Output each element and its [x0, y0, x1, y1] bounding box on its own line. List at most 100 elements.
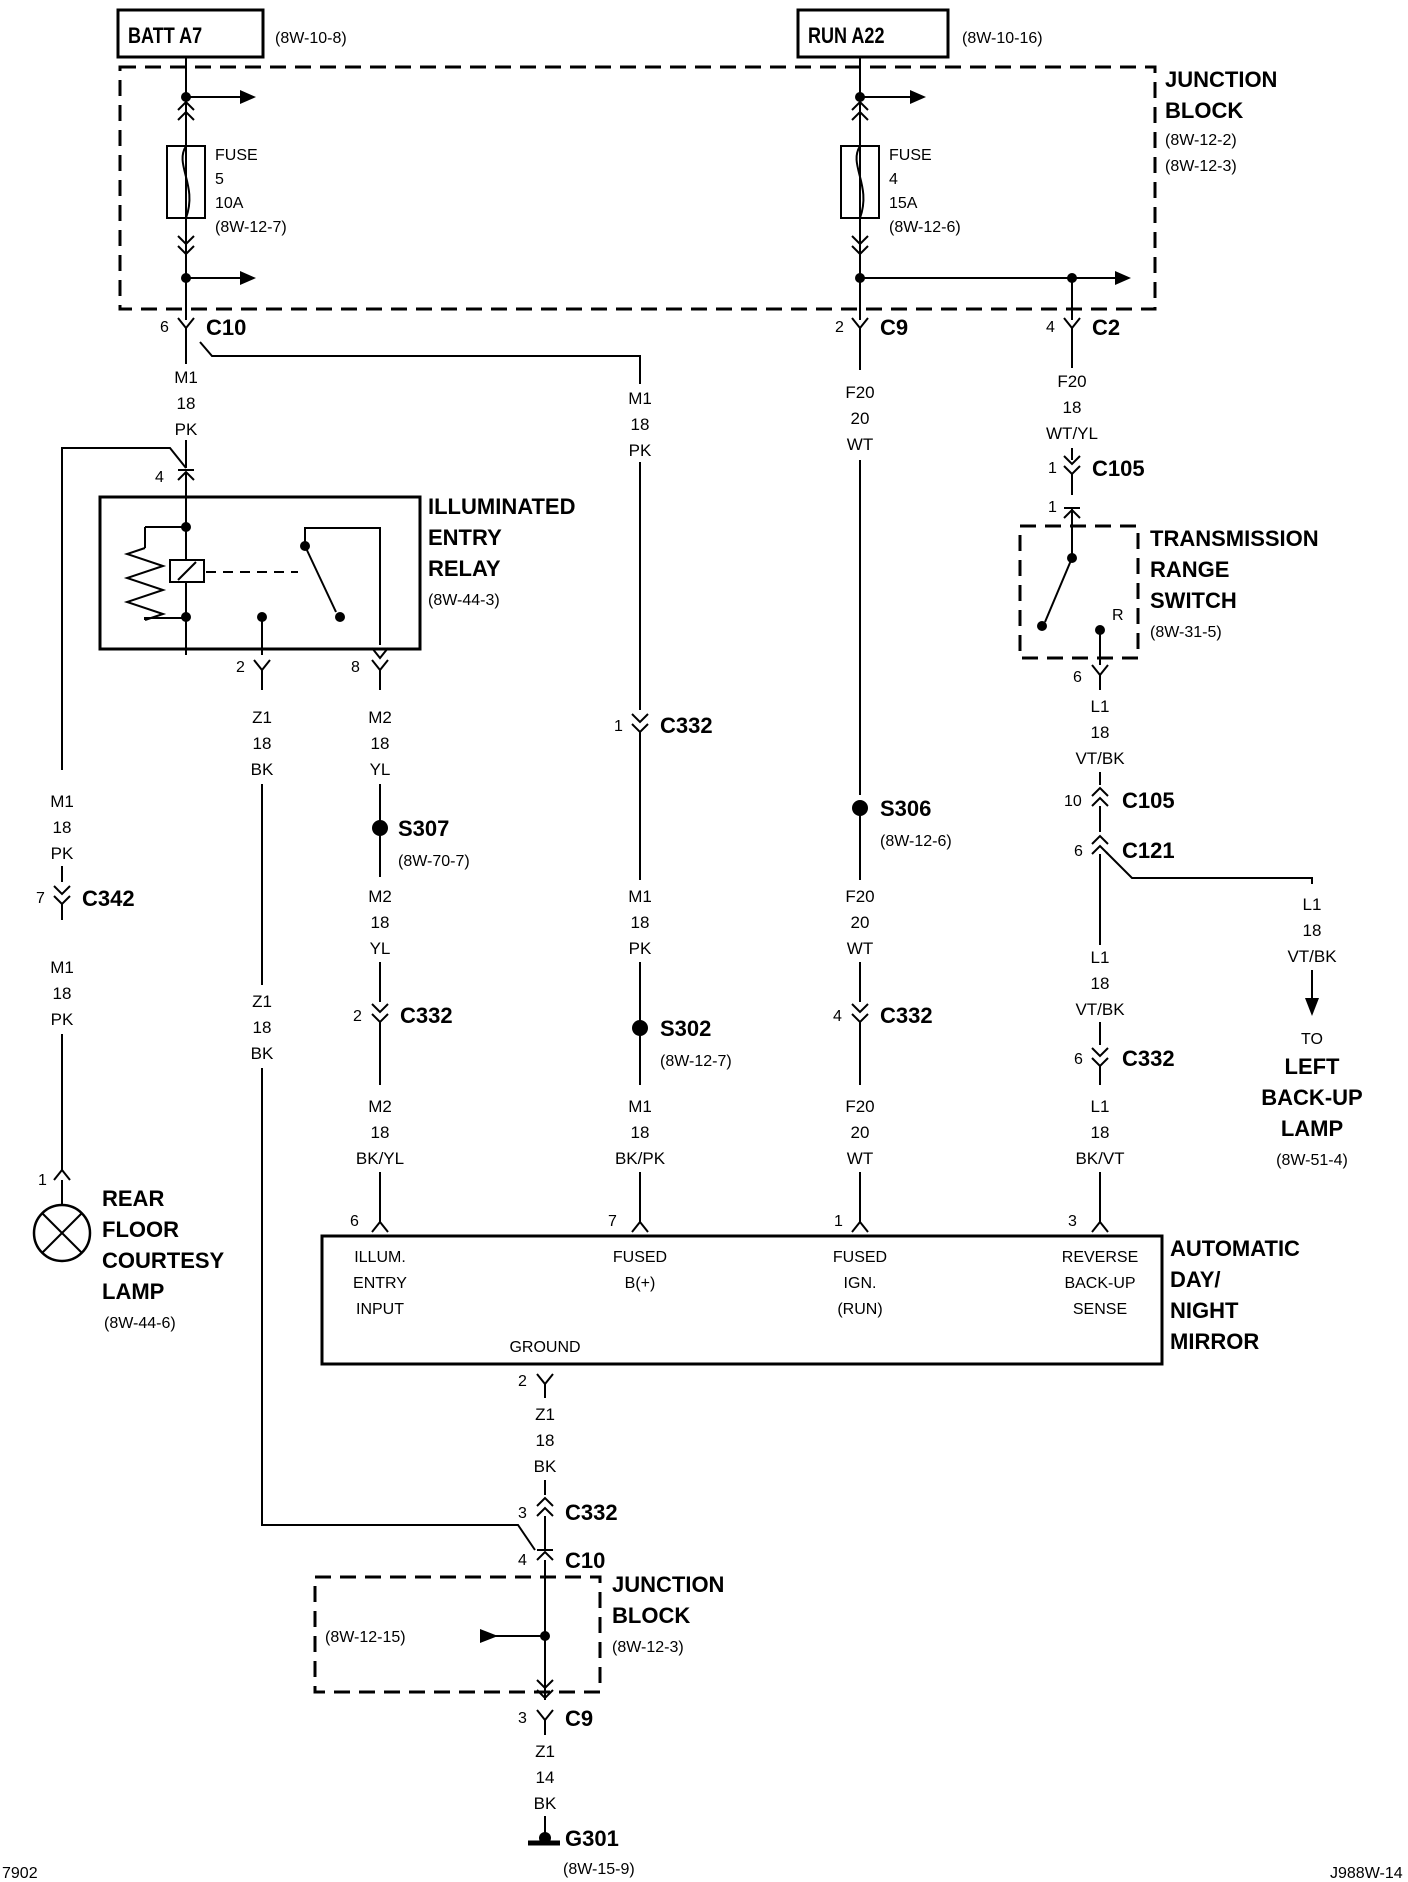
wire-m2-c-gauge: 18 [371, 1123, 390, 1142]
c332-m2-label: C332 [400, 1003, 453, 1028]
lamp-pin: 1 [38, 1172, 47, 1189]
c332-l1-label: C332 [1122, 1046, 1175, 1071]
wire-z1-g301-label: Z1 [535, 1742, 555, 1761]
wire-m1-left-a-color: PK [51, 844, 74, 863]
splice-s307-dot [372, 820, 388, 836]
splice-s302-dot [632, 1020, 648, 1036]
wire-l1-a-gauge: 18 [1091, 723, 1110, 742]
backup-arrow-icon [1305, 998, 1319, 1016]
wire-f20-top-label: F20 [845, 383, 874, 402]
wire-m1-bot-label: M1 [628, 1097, 652, 1116]
wire-f20-bot-label: F20 [845, 1097, 874, 1116]
wire-m2-a-label: M2 [368, 708, 392, 727]
wire-f20-bot-gauge: 20 [851, 1123, 870, 1142]
wire-m1-left-b-gauge: 18 [53, 984, 72, 1003]
c332-l1-pin: 6 [1074, 1051, 1083, 1068]
fuse-5-rating: 10A [215, 195, 244, 212]
c342-pin: 7 [36, 890, 45, 907]
fuse-5-ref: (8W-12-7) [215, 219, 287, 236]
mirror-pin-1: 1 [834, 1213, 843, 1230]
batt-source-box [116, 8, 265, 59]
c105-b-label: C105 [1122, 788, 1175, 813]
wire-z1-relay-color: BK [251, 760, 274, 779]
wire-z1-relay-b-gauge: 18 [253, 1018, 272, 1037]
wire-m2-b-gauge: 18 [371, 913, 390, 932]
relay-title-1: ILLUMINATED [428, 494, 575, 519]
junction-block-bottom-ref-left: (8W-12-15) [325, 1629, 406, 1646]
wire-l1-left-color: VT/BK [1287, 947, 1337, 966]
batt-source-label: BATT A7 [128, 24, 202, 48]
lamp-ref: (8W-44-6) [104, 1315, 176, 1332]
wire-m1-right-color: PK [629, 441, 652, 460]
c332-m2-pin: 2 [353, 1008, 362, 1025]
batt-source-ref: (8W-10-8) [275, 30, 347, 47]
relay-outline [98, 495, 422, 651]
wire-m1-right-label: M1 [628, 389, 652, 408]
c10-top-pin: 6 [160, 319, 169, 336]
wire-m1-top-gauge: 18 [177, 394, 196, 413]
c121-label: C121 [1122, 838, 1175, 863]
wire-m1-top-label: M1 [174, 368, 198, 387]
splice-s306-ref: (8W-12-6) [880, 833, 952, 850]
wire-l1-left-label: L1 [1303, 895, 1322, 914]
c105-a-pin-bottom: 1 [1048, 499, 1057, 516]
wire-l1-c-label: L1 [1091, 1097, 1110, 1116]
c342-label: C342 [82, 886, 135, 911]
lamp-title-3: COURTESY [102, 1248, 225, 1273]
wire-z1-g301-gauge: 14 [536, 1768, 555, 1787]
wire-z1-gnd-color: BK [534, 1457, 557, 1476]
mirror-input-reverse-2: BACK-UP [1064, 1275, 1135, 1292]
c332-m1-pin: 1 [614, 718, 623, 735]
c9-top-label: C9 [880, 315, 908, 340]
junction-block-bottom-title-1: JUNCTION [612, 1572, 724, 1597]
wire-m2-c-color: BK/YL [356, 1149, 404, 1168]
wire-l1-b-gauge: 18 [1091, 974, 1110, 993]
mirror-pin-7: 7 [608, 1213, 617, 1230]
wire-m2-a-gauge: 18 [371, 734, 390, 753]
wire-l1-b-color: VT/BK [1075, 1000, 1125, 1019]
mirror-input-batt-2: B(+) [625, 1275, 656, 1292]
mirror-input-ign-3: (RUN) [837, 1301, 882, 1318]
mirror-input-ign-2: IGN. [844, 1275, 877, 1292]
footer-left-code: 7902 [2, 1865, 38, 1882]
wire-f20-c2-label: F20 [1057, 372, 1086, 391]
fuse-4-label: FUSE [889, 147, 932, 164]
c332-f20-label: C332 [880, 1003, 933, 1028]
wire-f20-c2-gauge: 18 [1063, 398, 1082, 417]
wire-z1-gnd-label: Z1 [535, 1405, 555, 1424]
junction-block-top-outline [118, 65, 1157, 311]
junction-block-bottom-ref: (8W-12-3) [612, 1639, 684, 1656]
fuse-4-number: 4 [889, 171, 898, 188]
footer-right-code: J988W-14 [1330, 1865, 1403, 1882]
wire-m1-left-a-label: M1 [50, 792, 74, 811]
wire-m2-c-label: M2 [368, 1097, 392, 1116]
mirror-pin-3: 3 [1068, 1213, 1077, 1230]
junction-block-top-ref-1: (8W-12-2) [1165, 132, 1237, 149]
wire-m1-top-color: PK [175, 420, 198, 439]
splice-s307-ref: (8W-70-7) [398, 853, 470, 870]
run-source-box [796, 8, 950, 59]
wire-l1-a-color: VT/BK [1075, 749, 1125, 768]
splice-s306-label: S306 [880, 796, 931, 821]
wire-m2-b-label: M2 [368, 887, 392, 906]
wire-f20-bot-color: WT [847, 1149, 873, 1168]
junction-block-bottom-title-2: BLOCK [612, 1603, 690, 1628]
wire-z1-relay-b-label: Z1 [252, 992, 272, 1011]
backup-title-2: BACK-UP [1261, 1085, 1362, 1110]
wire-z1-relay-gauge: 18 [253, 734, 272, 753]
c105-a-label: C105 [1092, 456, 1145, 481]
c9-top-pin: 2 [835, 319, 844, 336]
c332-z1-pin: 3 [518, 1505, 527, 1522]
wire-m1-left-a-gauge: 18 [53, 818, 72, 837]
wire-f20-mid-color: WT [847, 939, 873, 958]
fuse-4-ref: (8W-12-6) [889, 219, 961, 236]
wire-l1-c-gauge: 18 [1091, 1123, 1110, 1142]
mirror-title-1: AUTOMATIC [1170, 1236, 1300, 1261]
lamp-title-1: REAR [102, 1186, 164, 1211]
wire-m1-mid-color: PK [629, 939, 652, 958]
courtesy-lamp-icon [32, 1203, 92, 1263]
mirror-title-2: DAY/ [1170, 1267, 1221, 1292]
c10-top-label: C10 [206, 315, 246, 340]
mirror-input-reverse-1: REVERSE [1062, 1249, 1138, 1266]
